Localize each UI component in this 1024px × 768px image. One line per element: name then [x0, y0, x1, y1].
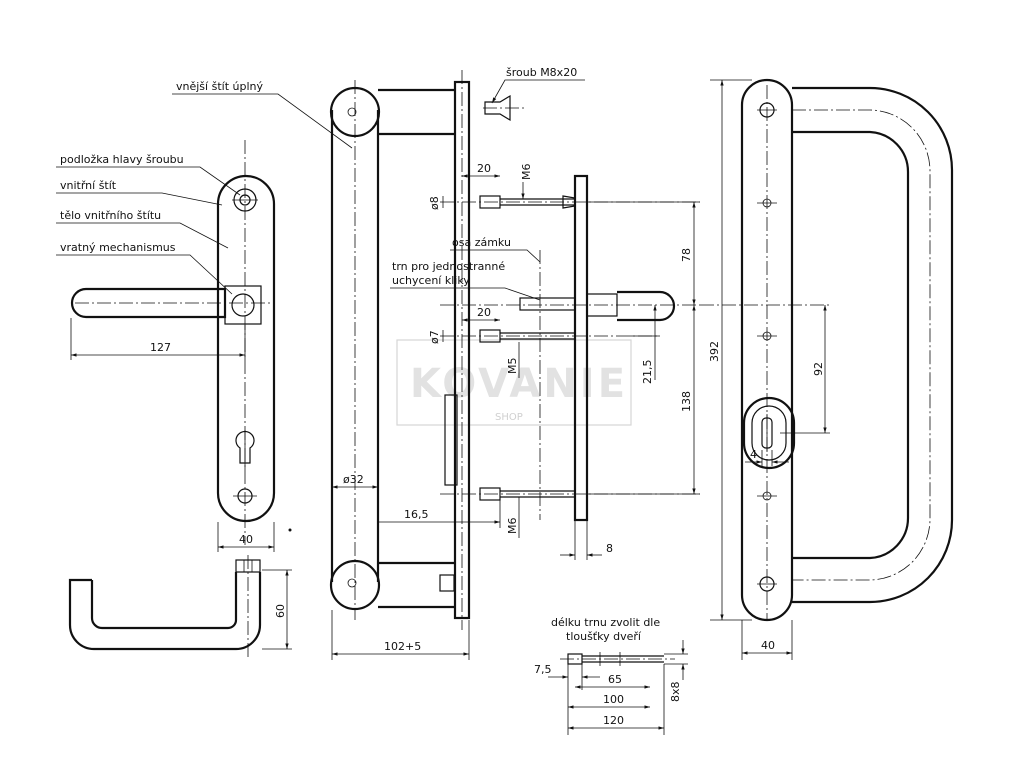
- svg-text:40: 40: [761, 639, 775, 652]
- svg-text:vnitřní štít: vnitřní štít: [60, 179, 117, 192]
- inner-shield-plate: [573, 174, 589, 522]
- svg-text:tloušťky dveří: tloušťky dveří: [566, 630, 642, 643]
- svg-text:92: 92: [812, 362, 825, 376]
- svg-text:16,5: 16,5: [404, 508, 429, 521]
- return-mechanism-block: [224, 285, 262, 325]
- dim-92: 92: [700, 304, 830, 434]
- svg-text:M5: M5: [506, 358, 519, 375]
- svg-text:délku trnu zvolit dle: délku trnu zvolit dle: [551, 616, 660, 629]
- watermark-sub: SHOP: [495, 412, 523, 423]
- svg-text:392: 392: [708, 341, 721, 362]
- svg-text:trn pro jednostranné: trn pro jednostranné: [392, 260, 505, 273]
- dim-127-text: 127: [150, 341, 171, 354]
- svg-text:8: 8: [606, 542, 613, 555]
- svg-text:tělo vnitřního štítu: tělo vnitřního štítu: [60, 209, 161, 222]
- dim-40-left: 40: [217, 522, 275, 552]
- svg-text:podložka hlavy šroubu: podložka hlavy šroubu: [60, 153, 184, 166]
- watermark: KOVANIE SHOP: [396, 339, 632, 426]
- svg-text:ø8: ø8: [428, 196, 441, 210]
- svg-text:uchycení kliky: uchycení kliky: [392, 274, 470, 287]
- dim-8: 8: [560, 520, 613, 560]
- dim-8-diameter: ø8: [428, 196, 444, 210]
- dim-65: 65: [575, 673, 650, 689]
- outer-handle-side-view: [329, 70, 700, 630]
- svg-text:vratný mechanismus: vratný mechanismus: [60, 241, 176, 254]
- label-outer-shield: vnější štít úplný: [172, 80, 353, 149]
- svg-text:100: 100: [603, 693, 624, 706]
- svg-text:78: 78: [680, 248, 693, 262]
- svg-text:120: 120: [603, 714, 624, 727]
- svg-text:20: 20: [477, 162, 491, 175]
- label-pin: trn pro jednostranné uchycení kliky: [390, 260, 541, 301]
- svg-text:ø32: ø32: [343, 473, 364, 486]
- dim-127: 127: [70, 318, 246, 360]
- dim-40-left-text: 40: [239, 533, 253, 546]
- dim-7-diameter: ø7: [428, 330, 444, 344]
- label-screw: šroub M8x20: [491, 66, 585, 104]
- label-inner-shield: vnitřní štít: [56, 179, 223, 206]
- label-inner-shield-body: tělo vnitřního štítu: [56, 209, 229, 249]
- svg-text:vnější štít úplný: vnější štít úplný: [176, 80, 263, 93]
- label-return-mechanism: vratný mechanismus: [56, 241, 233, 295]
- svg-text:65: 65: [608, 673, 622, 686]
- svg-text:7,5: 7,5: [534, 663, 552, 676]
- dim-20-top: 20: [462, 162, 500, 178]
- svg-text:4: 4: [750, 448, 757, 461]
- svg-text:ø7: ø7: [428, 330, 441, 344]
- dim-8x8: 8x8: [664, 640, 688, 702]
- svg-text:8x8: 8x8: [669, 681, 682, 702]
- dim-m5: M5: [506, 342, 520, 378]
- svg-text:M6: M6: [506, 518, 519, 535]
- outer-shield-front-view: [740, 78, 954, 622]
- dim-4: 4: [745, 448, 789, 466]
- inner-shield-view: [70, 140, 276, 545]
- label-screw-head-pad: podložka hlavy šroubu: [56, 153, 241, 196]
- watermark-brand: KOVANIE: [410, 361, 628, 407]
- lever-side-view: [68, 555, 262, 660]
- lever-arm: [70, 287, 227, 319]
- dim-7-5: 7,5: [534, 663, 600, 679]
- dim-21-5: 21,5: [630, 305, 660, 384]
- label-lock-axis: osa zámku: [450, 236, 541, 263]
- d-handle-inner: [792, 130, 910, 560]
- pin-detail: délku trnu zvolit dle tloušťky dveří: [551, 616, 675, 735]
- svg-text:21,5: 21,5: [641, 360, 654, 385]
- screw-m8x20: [484, 94, 511, 122]
- dim-78: 78: [587, 201, 700, 305]
- dim-392: 392: [708, 79, 752, 621]
- svg-text:šroub M8x20: šroub M8x20: [506, 66, 577, 79]
- dim-60: 60: [262, 569, 292, 650]
- inner-shield-outline: [216, 174, 276, 523]
- dim-16-5: 16,5: [378, 500, 501, 528]
- dim-138: 138: [587, 305, 700, 495]
- svg-text:102+5: 102+5: [384, 640, 421, 653]
- keyhole: [235, 430, 255, 464]
- dim-20-mid: 20: [462, 306, 500, 322]
- dim-m6-bottom: M6: [506, 497, 520, 538]
- dim-60-text: 60: [274, 604, 287, 618]
- svg-text:138: 138: [680, 391, 693, 412]
- svg-text:osa zámku: osa zámku: [452, 236, 511, 249]
- svg-text:20: 20: [477, 306, 491, 319]
- d-handle-outer: [792, 86, 954, 604]
- dim-120: 120: [568, 714, 664, 730]
- dim-32-diameter: ø32: [332, 473, 378, 489]
- dim-40-right: 40: [741, 620, 793, 660]
- svg-text:M6: M6: [520, 164, 533, 181]
- dim-m6-top: M6: [520, 164, 533, 199]
- dim-102-5: 102+5: [331, 610, 470, 660]
- dim-100: 100: [568, 693, 650, 709]
